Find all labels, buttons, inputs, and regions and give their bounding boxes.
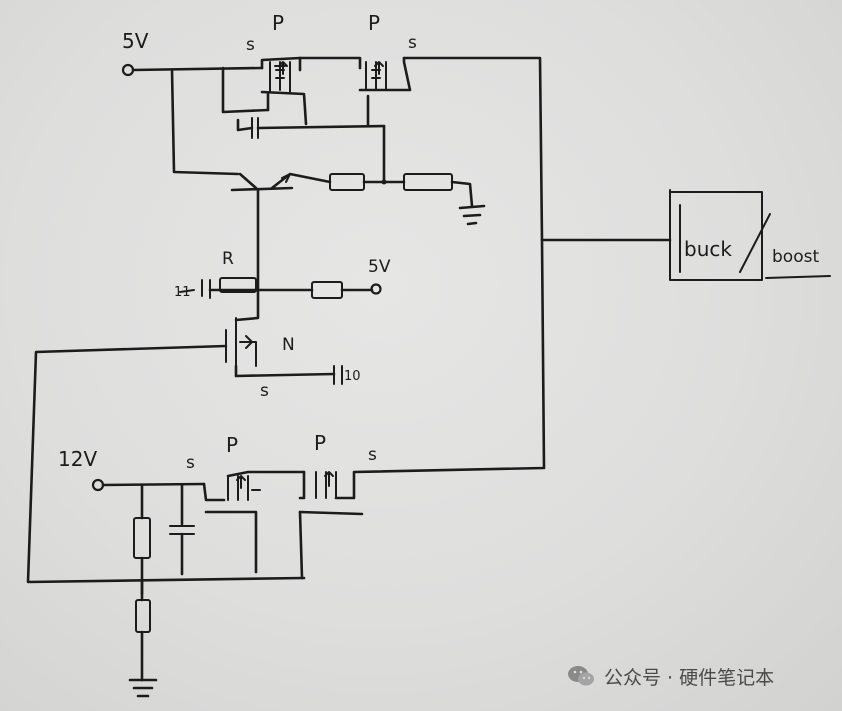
label-5v-mid: 5V (368, 257, 391, 277)
label-buck: buck (684, 237, 732, 261)
label-s-top-1: s (246, 35, 255, 55)
top-pmos-2: P s (298, 11, 544, 242)
label-boost: boost (772, 247, 819, 267)
label-s-nmos: s (260, 381, 269, 401)
svg-text:10: 10 (344, 369, 361, 384)
label-n: N (282, 335, 295, 355)
label-s-bottom-2: s (368, 445, 377, 465)
bottom-pmos-2: P s (298, 238, 546, 580)
wechat-icon (566, 663, 596, 689)
v12-input: 12V (58, 447, 105, 492)
buck-boost-block: buck boost (540, 189, 831, 281)
npn-transistor (230, 172, 332, 292)
base-resistor-chain (329, 173, 486, 226)
label-s-top-2: s (408, 33, 417, 53)
label-r: R (222, 249, 234, 269)
nmos-transistor: N s 10 (26, 288, 361, 584)
label-p-top-2: P (368, 11, 380, 35)
label-p-bottom-2: P (314, 431, 326, 455)
top-pmos-1: s P (246, 11, 308, 126)
watermark: 公众号 · 硬件笔记本 (566, 662, 774, 690)
top-5v-input: 5V (121, 29, 149, 77)
label-p-bottom-1: P (226, 433, 238, 457)
bottom-divider (128, 578, 158, 698)
bottom-pmos-1: s P (186, 433, 306, 574)
label-s-bottom-1: s (186, 453, 195, 473)
label-12v: 12V (58, 447, 97, 471)
input-rc-filter (133, 483, 195, 596)
mid-pmos-r: R 11 5V (174, 249, 391, 300)
label-5v-top: 5V (122, 29, 149, 53)
label-p-top-1: P (272, 11, 284, 35)
svg-text:11: 11 (174, 285, 191, 300)
watermark-text: 公众号 · 硬件笔记本 (604, 666, 775, 689)
